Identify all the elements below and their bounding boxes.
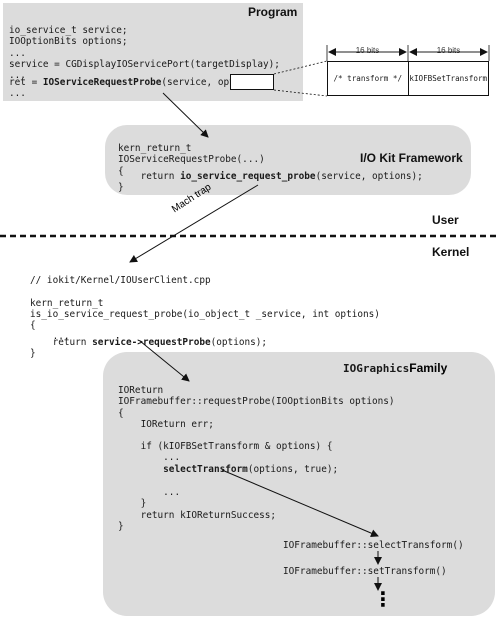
options-highlight-box [230, 74, 274, 90]
code-line: IOOptionBits options; [9, 36, 128, 48]
continuation-dots: ⋮ [373, 589, 393, 611]
code-line: kern_return_t [30, 297, 104, 309]
code-line: kern_return_t [118, 143, 192, 155]
code-line: ... [118, 487, 181, 499]
select-call: selectTransform [163, 464, 248, 475]
code-line: IOServiceRequestProbe(...) [118, 154, 265, 166]
code-line: return kIOReturnSuccess; [118, 509, 277, 521]
iokit-return-line: return io_service_request_probe(service,… [118, 171, 423, 182]
return-suffix: (service, options); [315, 171, 423, 182]
iokit-title: I/O Kit Framework [360, 151, 463, 165]
program-code: io_service_t service; IOOptionBits optio… [9, 14, 280, 81]
code-line: { [118, 407, 124, 419]
call-arrow-kernel-to-iographics [139, 340, 190, 382]
bits-leader-top [273, 60, 328, 75]
user-label: User [432, 213, 459, 227]
program-trailing-ellipsis: ... [9, 88, 26, 99]
iographics-title-family: Family [409, 361, 448, 375]
code-line: // iokit/Kernel/IOUserClient.cpp [30, 275, 211, 287]
code-line: IOReturn [118, 385, 164, 397]
return-call: io_service_request_probe [180, 171, 316, 182]
iokit-code: kern_return_t IOServiceRequestProbe(...)… [118, 132, 265, 177]
code-line: ... [9, 70, 26, 82]
mach-trap-arrow [129, 184, 259, 263]
kernel-close: } [30, 348, 36, 359]
bits-left-label: 16 bits [355, 46, 380, 55]
ret-call: IOServiceRequestProbe [42, 77, 162, 88]
return-suffix: (options); [210, 337, 268, 348]
return-prefix: return [30, 337, 93, 348]
bits-cell-transform: /* transform */ [333, 73, 403, 83]
code-line: service = CGDisplayIOServicePort(targetD… [9, 58, 280, 70]
iokit-framework-panel [105, 125, 471, 195]
code-line: if (kIOFBSetTransform & options) { [118, 441, 333, 453]
bits-right-label: 16 bits [436, 46, 461, 55]
iographics-family-panel [103, 352, 495, 616]
kernel-code: // iokit/Kernel/IOUserClient.cpp kern_re… [30, 264, 380, 342]
select-suffix: (options, true); [247, 464, 339, 475]
code-line: { [118, 165, 124, 177]
set-transform-node: IOFramebuffer::setTransform() [283, 566, 447, 577]
iokit-close: } [118, 182, 124, 193]
bits-cell-flag: kIOFBSetTransform [407, 62, 489, 95]
code-line: } [118, 520, 124, 532]
program-title: Program [248, 5, 298, 19]
kernel-label: Kernel [432, 245, 470, 259]
select-transform-line: selectTransform(options, true); [118, 464, 338, 475]
code-line: IOFramebuffer::requestProbe(IOOptionBits… [118, 396, 395, 408]
code-line: { [30, 320, 36, 332]
code-line: io_service_t service; [9, 25, 128, 37]
iographics-code: IOReturn IOFramebuffer::requestProbe(IOO… [118, 374, 395, 464]
code-line: ... [9, 47, 26, 59]
ret-args: (service, [161, 77, 218, 88]
return-call: service->requestProbe [92, 337, 211, 348]
ret-prefix: ret = [9, 77, 43, 88]
iographics-title-mono: IOGraphics [343, 362, 410, 375]
iographics-title: IOGraphicsFamily [343, 359, 447, 377]
code-line: } [118, 498, 147, 510]
iographics-code-tail: ... } return kIOReturnSuccess; } [118, 476, 276, 532]
kernel-return-line: return service->requestProbe(options); [30, 337, 268, 348]
select-transform-node: IOFramebuffer::selectTransform() [283, 540, 464, 551]
bits-leader-bottom [273, 89, 328, 97]
code-line: IOReturn err; [118, 418, 214, 430]
code-line: is_io_service_request_probe(io_object_t … [30, 308, 380, 320]
options-bits-table: /* transform */ kIOFBSetTransform [327, 61, 489, 96]
return-prefix: return [118, 171, 181, 182]
code-line: ... [30, 331, 70, 343]
call-arrow-select-transform [221, 469, 379, 537]
code-line: ... [118, 452, 181, 464]
call-arrow-program-to-iokit [162, 92, 209, 138]
